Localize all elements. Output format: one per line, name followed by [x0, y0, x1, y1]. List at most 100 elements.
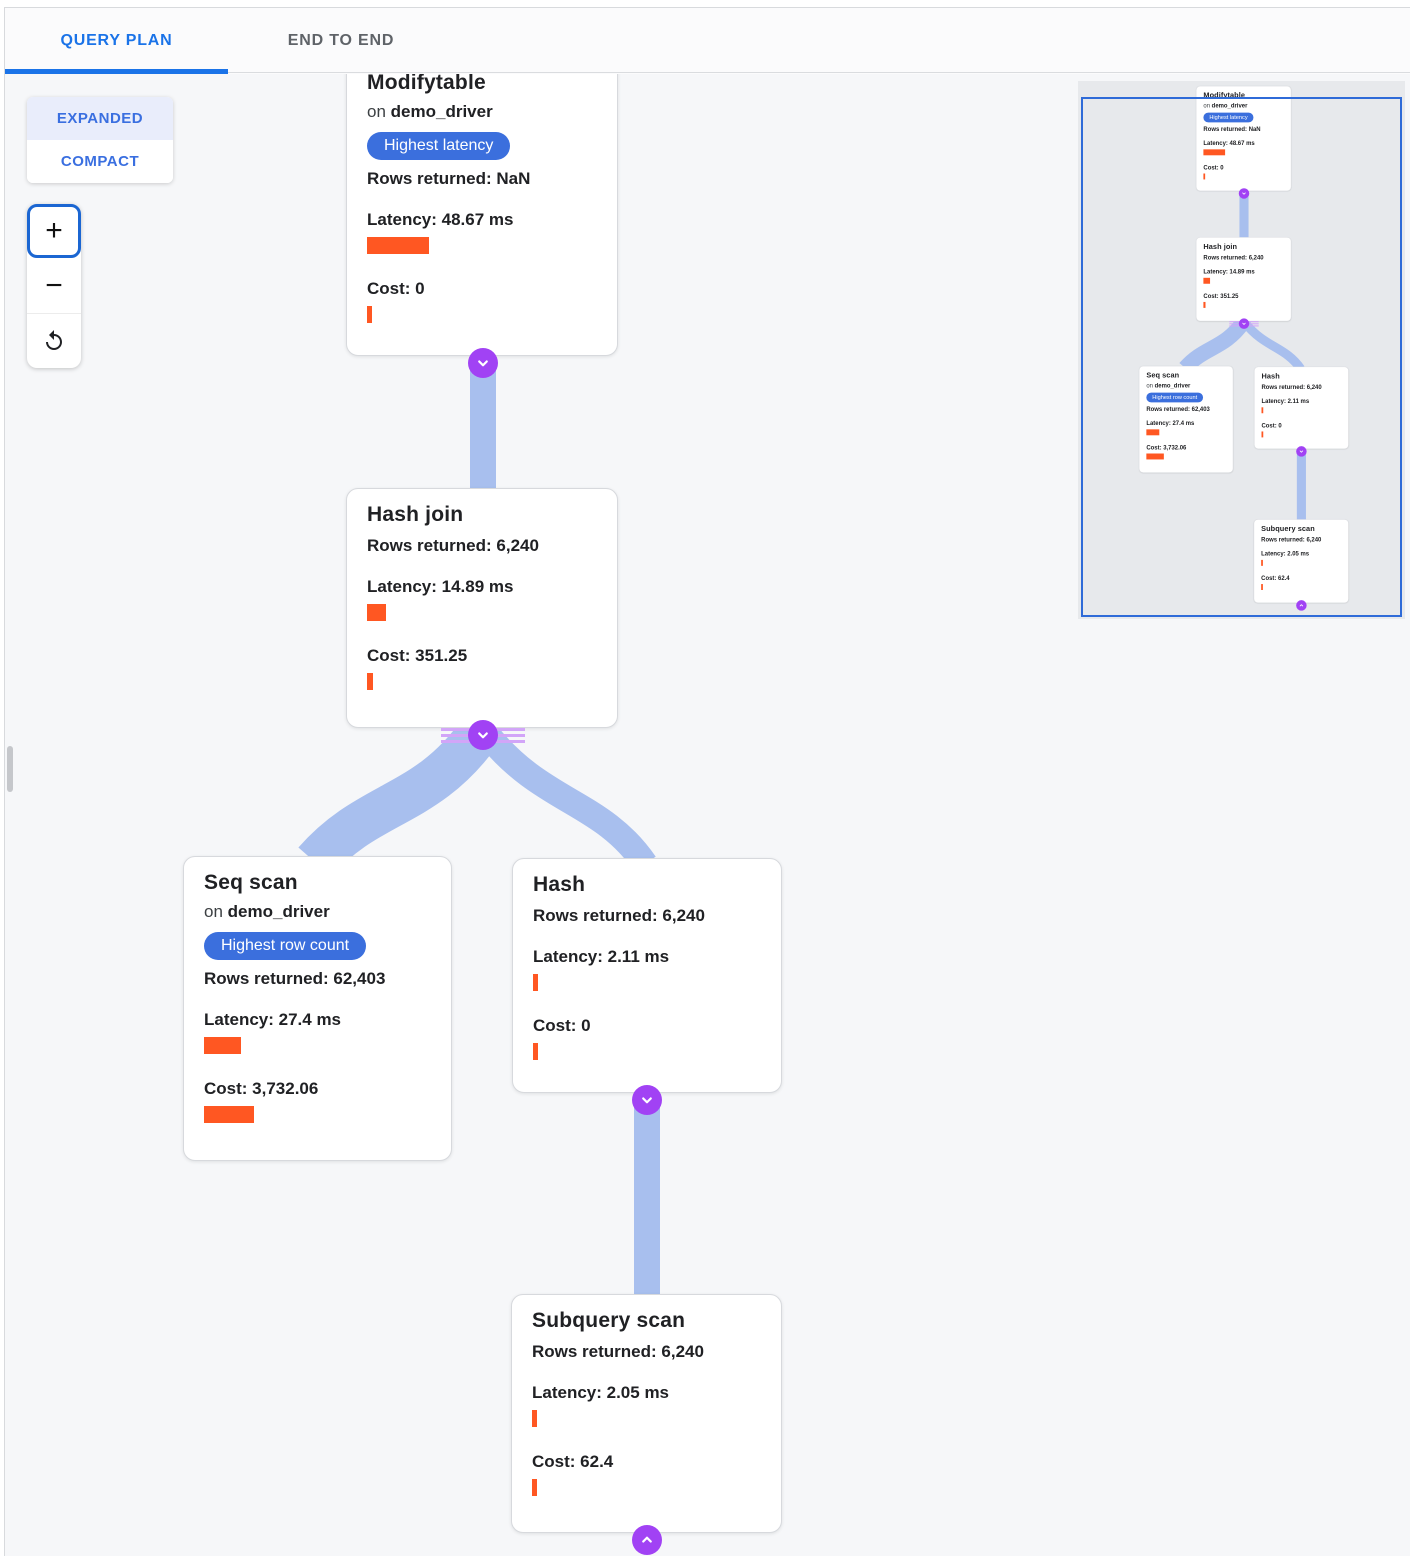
- cost-value: Cost: 62.4: [532, 1452, 614, 1471]
- cost-value: Cost: 0: [1261, 422, 1282, 429]
- compact-view-button[interactable]: COMPACT: [27, 140, 173, 183]
- node-title: Subquery scan: [532, 1309, 686, 1332]
- table-name: demo_driver: [390, 102, 493, 121]
- latency-bar: [533, 974, 538, 991]
- plan-node-modifytable[interactable]: Modifytable on demo_driver Highest laten…: [346, 74, 618, 356]
- latency-value: Latency: 14.89 ms: [367, 577, 514, 596]
- cost-bar: [367, 306, 372, 323]
- node-title: Seq scan: [1146, 371, 1180, 380]
- on-prefix: on: [204, 902, 223, 921]
- cost-value: Cost: 3,732.06: [1146, 444, 1187, 451]
- view-mode-toggle: EXPANDED COMPACT: [27, 97, 173, 183]
- latency-bar: [1261, 559, 1263, 566]
- tab-bar: QUERY PLAN END TO END: [5, 8, 1410, 74]
- latency-bar: [1261, 407, 1264, 414]
- latency-value: Latency: 2.11 ms: [533, 947, 670, 966]
- chevron-up-icon: [1299, 604, 1304, 607]
- node-title: Hash join: [1203, 242, 1238, 251]
- rows-returned: Rows returned: 6,240: [533, 906, 705, 925]
- plan-node-subquery-scan: Subquery scan Rows returned: 6,240 Laten…: [1253, 519, 1349, 603]
- chevron-up-icon: [642, 1536, 652, 1543]
- table-name: demo_driver: [227, 902, 330, 921]
- reset-zoom-button[interactable]: [27, 313, 81, 368]
- latency-bar: [1203, 149, 1226, 156]
- plan-node-hash-join: Hash join Rows returned: 6,240 Latency: …: [1196, 237, 1292, 322]
- cost-value: Cost: 0: [533, 1016, 591, 1035]
- edge-hashjoin-hash: [476, 725, 656, 872]
- highest-latency-badge: Highest latency: [367, 132, 511, 160]
- scrollbar-thumb[interactable]: [7, 746, 13, 792]
- latency-value: Latency: 27.4 ms: [204, 1010, 342, 1029]
- latency-value: Latency: 48.67 ms: [367, 210, 514, 229]
- expand-children-button: [1296, 600, 1307, 611]
- latency-bar: [532, 1410, 537, 1427]
- node-title: Hash join: [367, 503, 464, 526]
- rows-returned: Rows returned: 6,240: [1203, 254, 1264, 261]
- expand-children-button[interactable]: [632, 1525, 662, 1555]
- plan-node-subquery-scan[interactable]: Subquery scan Rows returned: 6,240 Laten…: [511, 1294, 782, 1533]
- rows-returned: Rows returned: 62,403: [1146, 405, 1210, 413]
- latency-value: Latency: 27.4 ms: [1146, 419, 1195, 427]
- highest-row-count-badge: Highest row count: [1146, 392, 1204, 403]
- latency-bar: [367, 237, 429, 254]
- highest-row-count-badge: Highest row count: [204, 932, 367, 960]
- collapse-children-button[interactable]: [468, 720, 498, 750]
- edge-hashjoin-seqscan: [298, 718, 498, 877]
- cost-value: Cost: 0: [367, 279, 425, 298]
- on-prefix: on: [1203, 102, 1211, 109]
- plan-canvas[interactable]: Modifytable on demo_driver Highest laten…: [5, 74, 1410, 1556]
- cost-bar: [1203, 173, 1206, 180]
- node-title: Modifytable: [1203, 91, 1246, 100]
- tab-end-to-end[interactable]: END TO END: [228, 8, 454, 73]
- tab-query-plan[interactable]: QUERY PLAN: [5, 8, 228, 74]
- highest-latency-badge: Highest latency: [1203, 112, 1254, 123]
- plan-node-modifytable: Modifytable on demo_driver Highest laten…: [1196, 86, 1292, 191]
- node-title: Hash: [1261, 371, 1280, 380]
- minimap-viewport[interactable]: [1081, 97, 1402, 617]
- latency-bar: [1203, 277, 1211, 284]
- plan-node-hash[interactable]: Hash Rows returned: 6,240 Latency: 2.11 …: [512, 858, 782, 1093]
- node-title: Subquery scan: [1261, 524, 1315, 533]
- latency-value: Latency: 48.67 ms: [1203, 139, 1255, 147]
- collapse-children-button[interactable]: [468, 348, 498, 378]
- tab-query-plan-label: QUERY PLAN: [60, 31, 173, 49]
- rows-returned: Rows returned: NaN: [1203, 125, 1261, 133]
- rows-returned: Rows returned: NaN: [367, 169, 531, 188]
- zoom-in-button[interactable]: +: [27, 204, 81, 258]
- plan-node-seq-scan[interactable]: Seq scan on demo_driver Highest row coun…: [183, 856, 452, 1161]
- collapse-children-button[interactable]: [632, 1085, 662, 1115]
- rows-returned: Rows returned: 62,403: [204, 969, 386, 988]
- cost-bar: [1146, 453, 1164, 460]
- query-plan-panel: QUERY PLAN END TO END Modifytable: [4, 7, 1410, 1556]
- zoom-out-button[interactable]: −: [45, 268, 63, 302]
- cost-value: Cost: 351.25: [1203, 292, 1239, 300]
- reset-zoom-icon: [46, 330, 62, 350]
- plan-node-hash-join[interactable]: Hash join Rows returned: 6,240 Latency: …: [346, 488, 618, 728]
- plan-tree: Modifytable on demo_driver Highest laten…: [183, 74, 783, 1556]
- plan-node-seq-scan: Seq scan on demo_driver Highest row coun…: [1139, 366, 1234, 473]
- latency-value: Latency: 14.89 ms: [1203, 268, 1255, 275]
- chevron-down-icon: [478, 360, 488, 367]
- chevron-down-icon: [642, 1097, 652, 1104]
- rows-returned: Rows returned: 6,240: [367, 536, 539, 555]
- latency-value: Latency: 2.05 ms: [1261, 550, 1310, 558]
- node-table-line: on demo_driver: [367, 102, 597, 122]
- expanded-view-button[interactable]: EXPANDED: [27, 97, 173, 140]
- cost-bar: [533, 1043, 538, 1060]
- latency-value: Latency: 2.05 ms: [532, 1383, 670, 1402]
- node-title: Seq scan: [204, 871, 298, 894]
- on-prefix: on: [367, 102, 386, 121]
- node-title: Modifytable: [367, 74, 486, 94]
- cost-value: Cost: 351.25: [367, 646, 468, 665]
- minimap[interactable]: Modifytable on demo_driver Highest laten…: [1078, 81, 1405, 619]
- node-title: Hash: [533, 873, 586, 896]
- latency-bar: [1146, 429, 1160, 436]
- cost-bar: [204, 1106, 254, 1123]
- latency-bar: [367, 604, 386, 621]
- rows-returned: Rows returned: 6,240: [532, 1342, 704, 1361]
- zoom-controls: + −: [27, 204, 81, 368]
- cost-bar: [1261, 584, 1263, 590]
- cost-value: Cost: 3,732.06: [204, 1079, 319, 1098]
- cost-value: Cost: 62.4: [1261, 574, 1290, 582]
